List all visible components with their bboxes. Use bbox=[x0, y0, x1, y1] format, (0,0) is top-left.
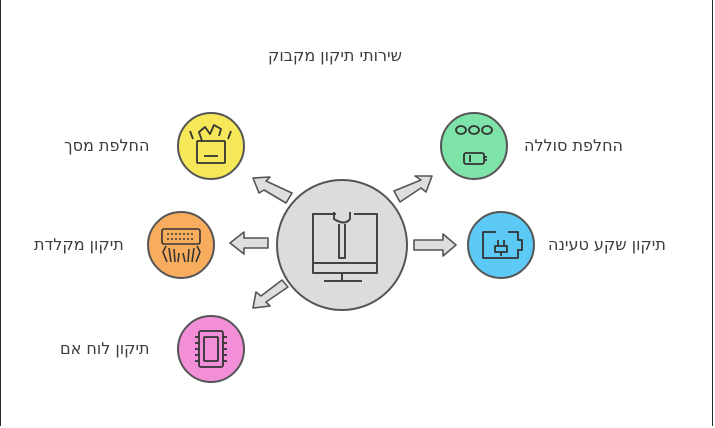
arrow-to-charging bbox=[413, 233, 457, 257]
center-circle bbox=[276, 179, 408, 311]
motherboard-circle bbox=[177, 315, 245, 383]
arrow-to-motherboard bbox=[252, 279, 289, 309]
battery-circle bbox=[440, 112, 508, 180]
battery-icon bbox=[455, 125, 493, 165]
charging-plug-icon bbox=[482, 231, 523, 259]
arrow-to-battery bbox=[393, 175, 433, 203]
motherboard-chip-icon bbox=[195, 330, 227, 368]
motherboard-node bbox=[177, 315, 245, 383]
diagram-title: שירותי תיקון מקבוק bbox=[268, 46, 402, 65]
service-label-charging: תיקון שקע טעינה bbox=[548, 235, 666, 254]
center-node bbox=[276, 179, 408, 311]
connector-arrows bbox=[229, 175, 457, 309]
screen-circle bbox=[177, 112, 245, 180]
service-label-motherboard: תיקון לוח אם bbox=[60, 339, 150, 358]
keyboard-circle bbox=[147, 211, 215, 279]
charging-circle bbox=[467, 211, 535, 279]
charging-node bbox=[467, 211, 535, 279]
service-label-keyboard: תיקון מקלדת bbox=[34, 235, 124, 254]
service-label-screen: החלפת מסך bbox=[64, 136, 150, 155]
arrow-to-keyboard bbox=[229, 231, 269, 255]
keyboard-hands-icon bbox=[161, 228, 201, 263]
keyboard-node bbox=[147, 211, 215, 279]
screen-node bbox=[177, 112, 245, 180]
battery-node bbox=[440, 112, 508, 180]
wrench-monitor-icon bbox=[312, 212, 378, 282]
broken-screen-icon bbox=[189, 124, 232, 164]
service-label-battery: החלפת סוללה bbox=[524, 136, 623, 155]
arrow-to-screen bbox=[252, 176, 293, 204]
